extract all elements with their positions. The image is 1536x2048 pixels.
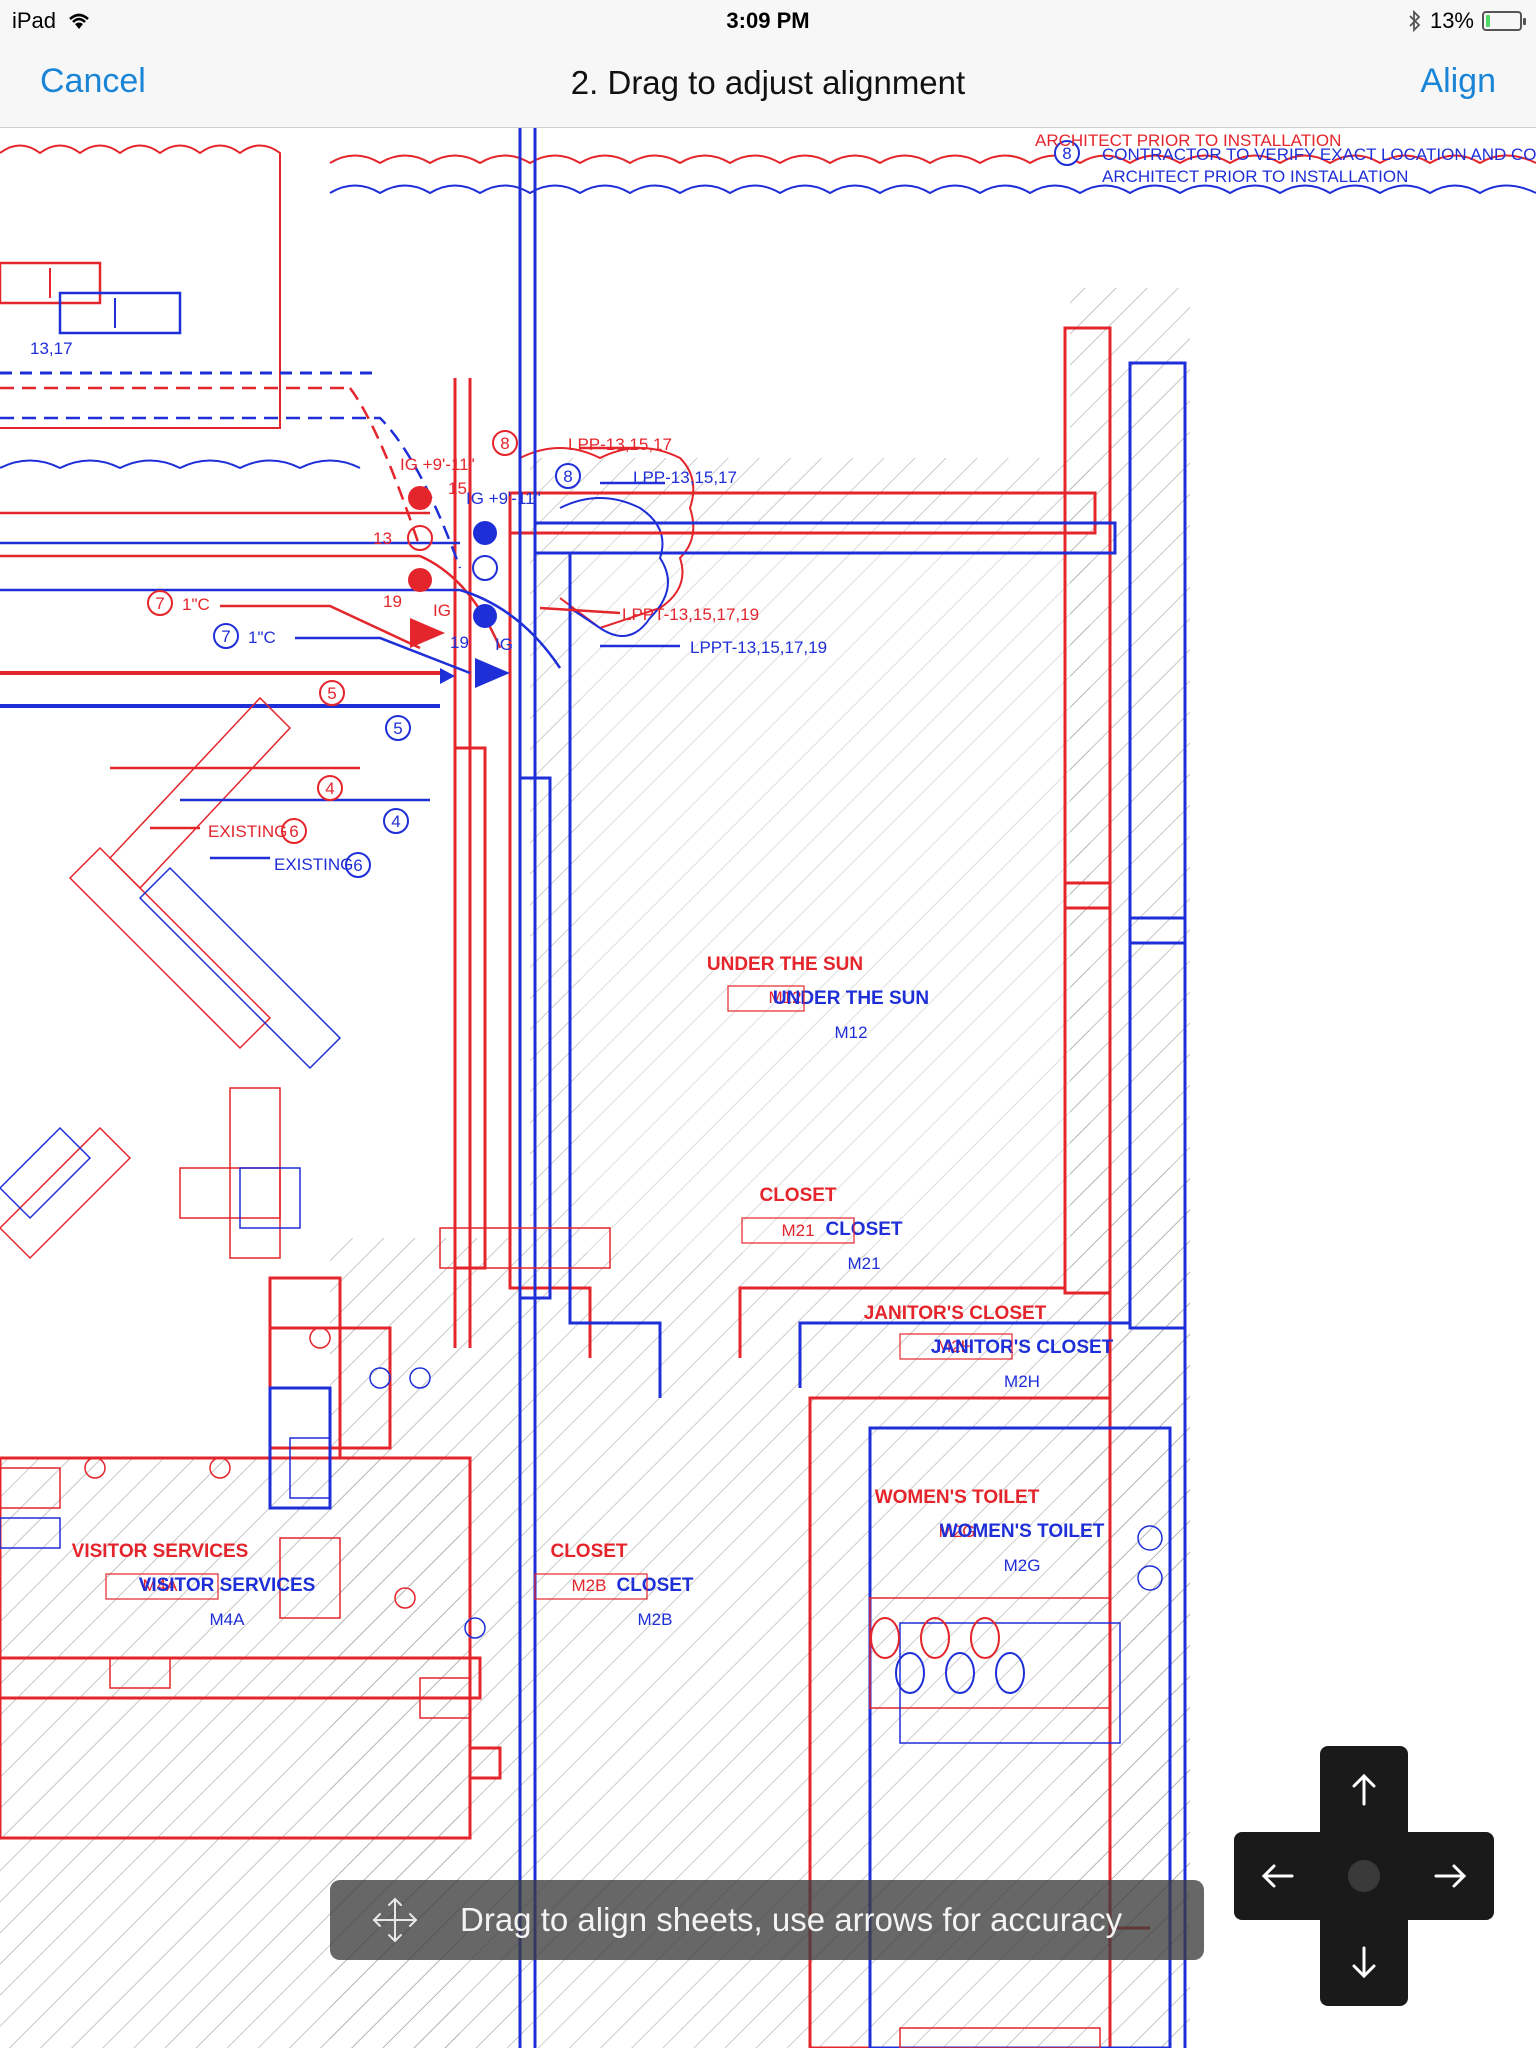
circuit-tag: 19 bbox=[383, 592, 402, 611]
panel-symbols bbox=[0, 261, 510, 688]
floor-plan-drawing: 8 8 7 7 5 5 4 4 6 6 8 ARCHITECT PRIOR TO… bbox=[0, 128, 1536, 2048]
nudge-pad bbox=[1234, 1746, 1494, 2006]
nudge-left-button[interactable] bbox=[1234, 1832, 1322, 1920]
move-icon bbox=[372, 1897, 418, 1943]
room-name-blue: JANITOR'S CLOSET bbox=[931, 1337, 1114, 1358]
room-name-red: WOMEN'S TOILET bbox=[875, 1487, 1040, 1508]
callout-number: 8 bbox=[1062, 144, 1071, 163]
conduit-label: 1"C bbox=[182, 595, 210, 614]
callout-number: 4 bbox=[325, 779, 334, 798]
status-left: iPad bbox=[12, 8, 92, 34]
callout-number: 4 bbox=[391, 812, 400, 831]
existing-label: EXISTING bbox=[208, 822, 287, 841]
furniture-red bbox=[0, 696, 1111, 2048]
circuit-tag: IG bbox=[433, 601, 451, 620]
navigation-bar: Cancel 2. Drag to adjust alignment Align bbox=[0, 40, 1536, 128]
bluetooth-icon bbox=[1409, 10, 1421, 32]
general-note-blue: CONTRACTOR TO VERIFY EXACT LOCATION AND … bbox=[1102, 145, 1536, 164]
page-title: 2. Drag to adjust alignment bbox=[570, 64, 966, 101]
callout-circles bbox=[147, 140, 1080, 878]
revision-clouds bbox=[0, 144, 1536, 637]
battery-percent: 13% bbox=[1429, 8, 1474, 33]
callout-number: 6 bbox=[353, 856, 362, 875]
battery-icon bbox=[1482, 11, 1526, 31]
callout-number: 7 bbox=[221, 627, 230, 646]
sheet-overlay-canvas[interactable]: 8 8 7 7 5 5 4 4 6 6 8 ARCHITECT PRIOR TO… bbox=[0, 128, 1536, 2048]
room-code-blue: M21 bbox=[847, 1254, 880, 1273]
arrow-up-icon bbox=[1352, 1773, 1376, 1806]
callout-number: 7 bbox=[155, 594, 164, 613]
room-code-red: M2G bbox=[939, 1522, 976, 1541]
room-name-blue: CLOSET bbox=[616, 1575, 693, 1596]
circuit-tag: 19 bbox=[450, 633, 469, 652]
room-code-blue: M2H bbox=[1004, 1372, 1040, 1391]
arrow-left-icon bbox=[1261, 1864, 1294, 1888]
nudge-up-button[interactable] bbox=[1320, 1746, 1408, 1834]
callout-number: 6 bbox=[289, 822, 298, 841]
cancel-button[interactable]: Cancel bbox=[40, 62, 146, 100]
circuits-blue bbox=[0, 416, 680, 860]
circuit-label: LPP-13,15,17 bbox=[568, 435, 672, 454]
room-name-red: CLOSET bbox=[550, 1541, 627, 1562]
room-code-red: M12 bbox=[768, 988, 801, 1007]
arrow-right-icon bbox=[1434, 1864, 1467, 1888]
room-code-red: M2H bbox=[937, 1337, 973, 1356]
room-name-red: VISITOR SERVICES bbox=[72, 1541, 249, 1562]
mounting-height-label: IG +9'-11" bbox=[466, 489, 541, 508]
room-code-blue: M2B bbox=[638, 1610, 673, 1629]
circuit-tag: 15 bbox=[448, 479, 467, 498]
circuit-tag: 13 bbox=[373, 529, 392, 548]
status-bar: iPad 3:09 PM 13% bbox=[0, 0, 1536, 40]
circuit-tag: IG bbox=[495, 635, 513, 654]
room-code-red: M2B bbox=[572, 1576, 607, 1595]
mounting-height-label: IG +9'-11" bbox=[400, 455, 475, 474]
room-name-blue: UNDER THE SUN bbox=[773, 988, 929, 1009]
hatched-walls bbox=[0, 288, 1190, 2048]
callout-number: 8 bbox=[500, 434, 509, 453]
hint-text: Drag to align sheets, use arrows for acc… bbox=[460, 1901, 1123, 1938]
walls-blue bbox=[0, 128, 1187, 2048]
room-name-blue: VISITOR SERVICES bbox=[139, 1575, 316, 1596]
circuit-label: LPP-13,15,17 bbox=[633, 468, 737, 487]
panel-label: 13,17 bbox=[30, 339, 73, 358]
align-button[interactable]: Align bbox=[1420, 62, 1496, 100]
room-code-blue: M12 bbox=[834, 1023, 867, 1042]
existing-label: EXISTING bbox=[274, 855, 353, 874]
circuit-label: LPPT-13,15,17,19 bbox=[622, 605, 759, 624]
room-code-blue: M4A bbox=[210, 1610, 246, 1629]
furniture-blue bbox=[0, 866, 1163, 1744]
room-name-red: JANITOR'S CLOSET bbox=[864, 1303, 1047, 1324]
nudge-pad-center bbox=[1348, 1860, 1380, 1892]
nudge-down-button[interactable] bbox=[1320, 1918, 1408, 2006]
room-name-blue: CLOSET bbox=[825, 1219, 902, 1240]
clock: 3:09 PM bbox=[726, 8, 810, 33]
nudge-right-button[interactable] bbox=[1406, 1832, 1494, 1920]
general-note-red: ARCHITECT PRIOR TO INSTALLATION bbox=[1035, 131, 1341, 150]
callout-number: 5 bbox=[393, 719, 402, 738]
callout-number: 8 bbox=[563, 467, 572, 486]
hint-toast: Drag to align sheets, use arrows for acc… bbox=[330, 1880, 1204, 1960]
toilets bbox=[870, 1617, 1025, 1694]
room-name-red: CLOSET bbox=[759, 1185, 836, 1206]
room-code-blue: M2G bbox=[1004, 1556, 1041, 1575]
device-name: iPad bbox=[12, 8, 57, 33]
general-note-blue: ARCHITECT PRIOR TO INSTALLATION bbox=[1102, 167, 1408, 186]
room-name-red: UNDER THE SUN bbox=[707, 954, 863, 975]
callout-number: 5 bbox=[327, 684, 336, 703]
circuit-label: LPPT-13,15,17,19 bbox=[690, 638, 827, 657]
arrow-down-icon bbox=[1352, 1946, 1376, 1979]
status-right: 13% bbox=[1408, 8, 1526, 34]
room-code-red: M21 bbox=[781, 1221, 814, 1240]
wifi-icon bbox=[69, 13, 89, 29]
room-code-red: M4A bbox=[143, 1576, 179, 1595]
room-name-blue: WOMEN'S TOILET bbox=[940, 1521, 1105, 1542]
battery-level-fill bbox=[1486, 15, 1490, 27]
conduit-label: 1"C bbox=[248, 628, 276, 647]
circuits-red bbox=[0, 386, 640, 830]
